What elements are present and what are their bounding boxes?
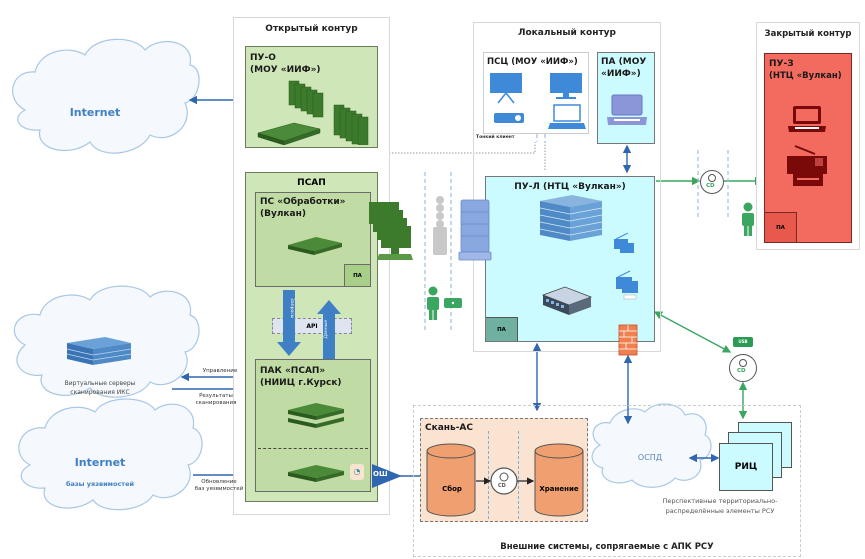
scan-as-diagram [426,443,584,517]
internet-top-label: Internet [69,106,121,119]
control-link-label: Управление [202,368,238,374]
ps-processing-label-2: (Вулкан) [260,209,306,219]
scan-cd-label: CD [498,483,506,489]
server-rack-icon [539,195,603,241]
pu-z-box[interactable]: ПУ-З (НТЦ «Вулкан) ПА [764,53,852,243]
usb-media-icon: USB [733,337,753,347]
cd-hole [708,174,716,182]
workstation-stack-icon [369,202,413,260]
cd-ric-hole [739,359,747,367]
ps-processing-box[interactable]: ПС «Обработки» (Вулкан) ПА [255,192,371,287]
requests-arrow-label: Запросы [289,298,294,319]
pu-o-label-2: (МОУ «ИИФ») [250,65,321,75]
storage-cylinder [534,443,584,517]
local-contour: Локальный контур [473,22,661,352]
server-update-icon [288,465,344,482]
pa-mou-label-1: ПА (МОУ [601,57,647,67]
server-cluster-icon [257,80,369,145]
scan-results-label: Результаты сканирования [188,393,244,407]
external-systems-area: Внешние системы, сопрягаемые с АПК РСУ [413,405,801,557]
cd-ric-label: CD [737,368,746,374]
db-update-line2: баз уязвимостей [194,486,244,492]
psap-title: ПСАП [297,178,326,188]
pu-l-pa-box[interactable]: ПА [486,317,518,341]
psc-devices-icon [490,73,586,129]
ric-caption-line1: Перспективные территориально- [662,497,778,505]
internet-bottom-subtitle: базы уязвимостей [65,480,135,488]
server-pair-icon [288,403,344,428]
closed-contour-title: Закрытый контур [764,29,852,39]
ospd-label: ОСПД [637,453,663,462]
requests-arrow: Запросы [283,290,295,342]
printers-icon [614,233,638,300]
pu-z-label-1: ПУ-З [769,59,794,69]
operator-usb-icon [427,286,462,320]
pak-psap-label-1: ПАК «ПСАП» [260,366,326,376]
firewall-icon [618,324,638,356]
scan-results-line2: сканирования [195,400,237,406]
pu-l-box[interactable]: ПУ-Л (НТЦ «Вулкан») ПА [485,176,655,342]
users-group-icon [433,196,447,255]
cd-media-icon: CD [700,170,724,194]
pak-divider [258,448,368,449]
ps-pa-box[interactable]: ПА [344,264,370,286]
internet-bottom-label: Internet [74,456,126,469]
thin-client-label: Тонкий клиент [476,135,515,140]
update-icon: ◔ [350,464,364,480]
pu-z-label-2: (НТЦ «Вулкан) [769,71,842,81]
gateway-osh-label: ОШ [373,470,388,478]
laptop-icon [607,94,647,125]
scan-as-separator-1 [488,431,489,519]
storage-label: Хранение [539,485,579,493]
db-update-line1: Обновление [201,479,237,485]
ps-processing-label-1: ПС «Обработки» [260,197,346,207]
cd-media-ric-icon: CD [729,354,757,382]
pu-l-title: ПУ-Л (НТЦ «Вулкан») [514,182,626,192]
pa-mou-label-2: «ИИФ») [601,69,641,79]
scan-as-box[interactable]: Скань-АС Сбор Хранение CD [420,418,588,522]
db-update-label: Обновление баз уязвимостей [188,479,250,493]
cloud-internet-bottom [18,398,203,511]
laptop-closed-icon [788,106,826,132]
cloud-internet-top [12,38,200,154]
scan-as-separator-2 [518,431,519,519]
ric-caption: Перспективные территориально- распределё… [640,496,800,516]
psc-box[interactable]: ПСЦ (МОУ «ИИФ») [483,52,589,134]
open-contour-title: Открытый контур [265,24,358,34]
psc-label: ПСЦ (МОУ «ИИФ») [487,57,578,67]
scan-results-line1: Результаты [199,393,233,399]
external-systems-title: Внешние системы, сопрягаемые с АПК РСУ [500,542,714,552]
data-arrow-label: Данные [324,320,329,339]
virtual-servers-line2: сканирования ИКС [70,389,130,396]
virtual-servers-label: Виртуальные серверы сканирования ИКС [45,379,155,397]
cd-label: CD [706,183,715,189]
data-arrowhead [317,300,341,314]
gateway-osh-shape [372,464,402,488]
requests-arrowhead [277,342,301,356]
server-icon [288,237,342,255]
ric-caption-line2: распределённые элементы РСУ [665,507,775,515]
collect-cylinder [426,443,476,517]
storage-stack-icon [458,199,492,261]
data-arrow: Данные [323,314,335,359]
pak-psap-box[interactable]: ПАК «ПСАП» (НИИЦ г.Курск) ◔ [255,359,371,492]
pu-z-pa-box[interactable]: ПА [765,212,797,242]
operator-closed-icon [742,202,754,236]
network-switch-icon [541,286,593,315]
pak-psap-label-2: (НИИЦ г.Курск) [260,378,342,388]
mfp-printer-icon [787,145,827,186]
pu-o-label-1: ПУ-О [250,53,276,63]
ric-label: РИЦ [734,462,758,472]
collect-label: Сбор [442,485,462,493]
pu-o-box[interactable]: ПУ-О (МОУ «ИИФ») [245,46,378,148]
virtual-servers-icon [66,337,132,365]
pa-mou-box[interactable]: ПА (МОУ «ИИФ») [597,52,655,144]
ric-box[interactable]: РИЦ [719,443,773,491]
scan-as-title: Скань-АС [425,423,474,433]
local-contour-title: Локальный контур [518,28,616,38]
virtual-servers-line1: Виртуальные серверы [64,380,136,387]
